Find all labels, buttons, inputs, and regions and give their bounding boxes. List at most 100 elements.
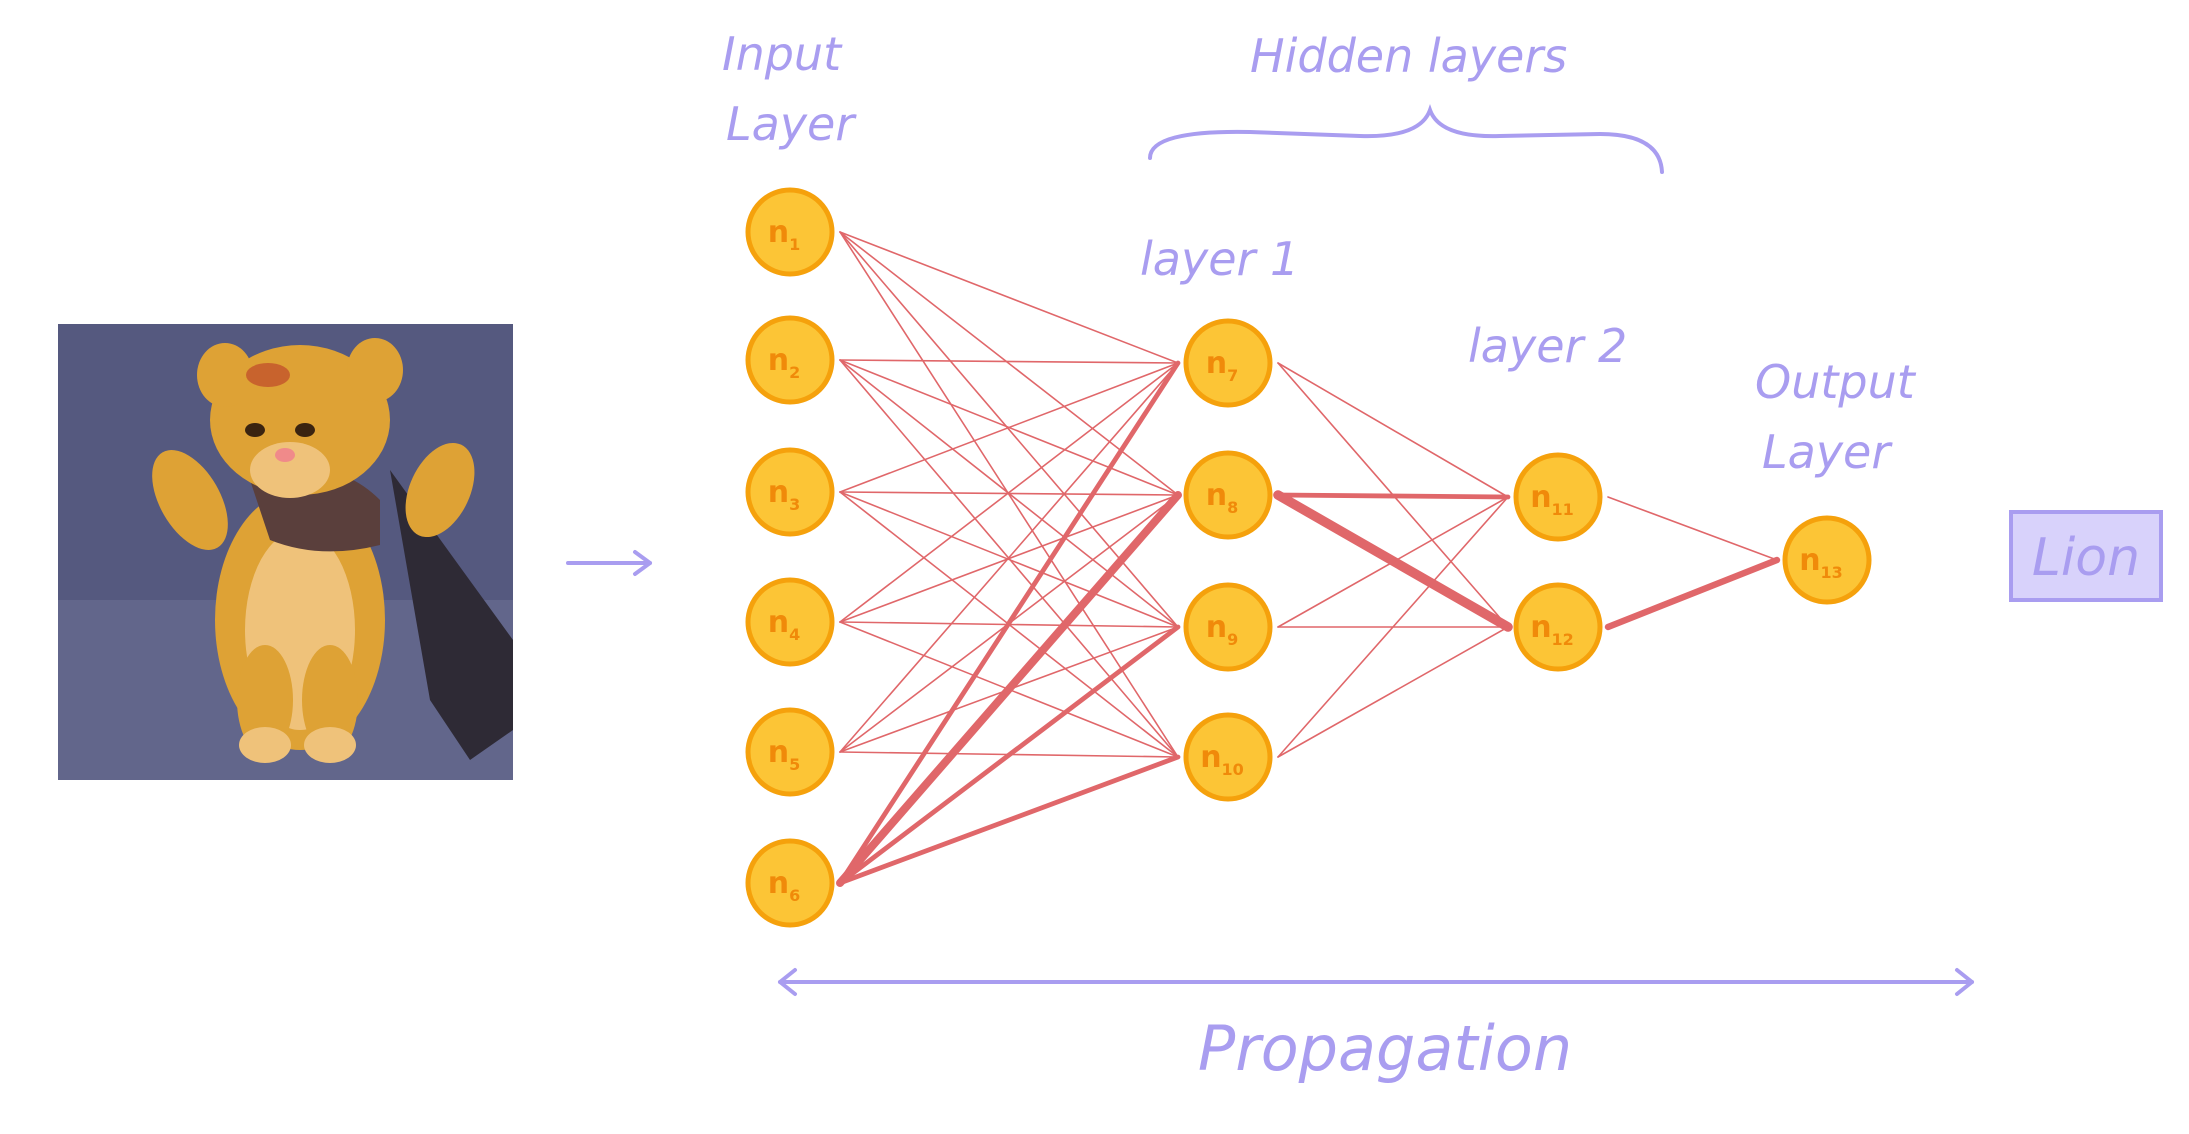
input-layer-label-line1: Input bbox=[722, 27, 843, 81]
node-circle bbox=[745, 577, 835, 667]
node-label: n3 bbox=[768, 475, 801, 514]
node-label-subscript: 12 bbox=[1552, 630, 1574, 649]
edge-n6-n10 bbox=[837, 754, 1181, 886]
hidden-layers-label: Hidden layers bbox=[1250, 29, 1567, 83]
edge-n6-n8 bbox=[836, 491, 1182, 887]
node-label: n4 bbox=[768, 605, 801, 644]
layer1-label: layer 1 bbox=[1140, 232, 1299, 286]
connections bbox=[836, 231, 1781, 887]
edge-n10-n11 bbox=[1277, 496, 1509, 758]
node-n6: n6 bbox=[745, 838, 835, 928]
propagation-arrow bbox=[778, 968, 1974, 996]
node-label: n1 bbox=[768, 215, 801, 254]
edge-n8-n11 bbox=[1275, 492, 1511, 500]
output-label-text: Lion bbox=[2032, 528, 2140, 588]
node-label-base: n bbox=[1200, 740, 1221, 775]
output-layer-label-line1: Output bbox=[1755, 355, 1917, 409]
lion-cub-picture bbox=[58, 324, 513, 780]
node-circle bbox=[745, 707, 835, 797]
edge-n1-n9 bbox=[839, 231, 1179, 628]
node-circle bbox=[745, 187, 835, 277]
node-n9: n9 bbox=[1183, 582, 1273, 672]
node-label-subscript: 7 bbox=[1227, 366, 1238, 385]
hidden-layers-brace bbox=[1148, 104, 1664, 174]
node-label-subscript: 4 bbox=[789, 625, 800, 644]
edge-n7-n11 bbox=[1277, 362, 1509, 498]
edge-n5-n7 bbox=[839, 362, 1179, 753]
node-label: n9 bbox=[1206, 610, 1239, 649]
node-label-subscript: 6 bbox=[789, 886, 800, 905]
node-circle bbox=[745, 315, 835, 405]
edge-n6-n9 bbox=[837, 624, 1181, 886]
node-label-base: n bbox=[768, 475, 789, 510]
propagation-label: Propagation bbox=[1198, 1012, 1572, 1085]
node-n1: n1 bbox=[745, 187, 835, 277]
node-label: n12 bbox=[1530, 610, 1574, 649]
edge-n11-n13 bbox=[1607, 496, 1778, 561]
node-n2: n2 bbox=[745, 315, 835, 405]
node-circle bbox=[1183, 712, 1273, 802]
node-label: n13 bbox=[1799, 543, 1843, 582]
node-n7: n7 bbox=[1183, 318, 1273, 408]
node-label: n5 bbox=[768, 735, 801, 774]
node-label: n8 bbox=[1206, 478, 1239, 517]
node-circle bbox=[745, 838, 835, 928]
node-label-base: n bbox=[768, 343, 789, 378]
node-circle bbox=[745, 447, 835, 537]
edge-n2-n7 bbox=[839, 359, 1179, 364]
node-label-base: n bbox=[768, 866, 789, 901]
node-label: n6 bbox=[768, 866, 801, 905]
node-circle bbox=[1782, 515, 1872, 605]
node-n8: n8 bbox=[1183, 450, 1273, 540]
node-label-base: n bbox=[768, 735, 789, 770]
node-label: n11 bbox=[1530, 480, 1574, 519]
node-circle bbox=[1183, 450, 1273, 540]
node-n12: n12 bbox=[1513, 582, 1603, 672]
node-label-base: n bbox=[1206, 610, 1227, 645]
node-label-base: n bbox=[768, 215, 789, 250]
edge-n10-n12 bbox=[1277, 626, 1509, 758]
output-label-box: Lion bbox=[2009, 510, 2163, 602]
node-label-subscript: 5 bbox=[789, 755, 800, 774]
edge-n6-n7 bbox=[837, 360, 1181, 886]
edge-n1-n7 bbox=[839, 231, 1179, 364]
edge-n8-n12 bbox=[1273, 490, 1513, 632]
input-arrow bbox=[566, 550, 652, 576]
node-n3: n3 bbox=[745, 447, 835, 537]
node-label-base: n bbox=[1799, 543, 1820, 578]
node-n5: n5 bbox=[745, 707, 835, 797]
node-n10: n10 bbox=[1183, 712, 1273, 802]
node-label-subscript: 1 bbox=[789, 235, 800, 254]
edge-n3-n7 bbox=[839, 362, 1179, 493]
node-circle bbox=[1183, 582, 1273, 672]
node-label-subscript: 9 bbox=[1227, 630, 1238, 649]
node-circle bbox=[1183, 318, 1273, 408]
edge-n9-n11 bbox=[1277, 496, 1509, 628]
node-label-subscript: 3 bbox=[789, 495, 800, 514]
node-circle bbox=[1513, 452, 1603, 542]
node-label: n10 bbox=[1200, 740, 1244, 779]
edge-n1-n8 bbox=[839, 231, 1179, 496]
node-label-subscript: 11 bbox=[1552, 500, 1574, 519]
node-label-base: n bbox=[768, 605, 789, 640]
edge-n3-n9 bbox=[839, 491, 1179, 628]
node-label-base: n bbox=[1530, 480, 1551, 515]
node-n11: n11 bbox=[1513, 452, 1603, 542]
node-n4: n4 bbox=[745, 577, 835, 667]
output-layer-label-line2: Layer bbox=[1762, 425, 1893, 479]
node-label-subscript: 2 bbox=[789, 363, 800, 382]
node-label-subscript: 10 bbox=[1222, 760, 1244, 779]
node-circle bbox=[1513, 582, 1603, 672]
node-label-subscript: 13 bbox=[1821, 563, 1843, 582]
edge-n4-n7 bbox=[839, 362, 1179, 623]
edge-n12-n13 bbox=[1604, 556, 1781, 631]
node-label-subscript: 8 bbox=[1227, 498, 1238, 517]
node-label-base: n bbox=[1530, 610, 1551, 645]
node-label: n2 bbox=[768, 343, 801, 382]
node-label-base: n bbox=[1206, 478, 1227, 513]
node-label: n7 bbox=[1206, 346, 1239, 385]
layer2-label: layer 2 bbox=[1468, 319, 1627, 373]
input-layer-label-line2: Layer bbox=[726, 97, 857, 151]
